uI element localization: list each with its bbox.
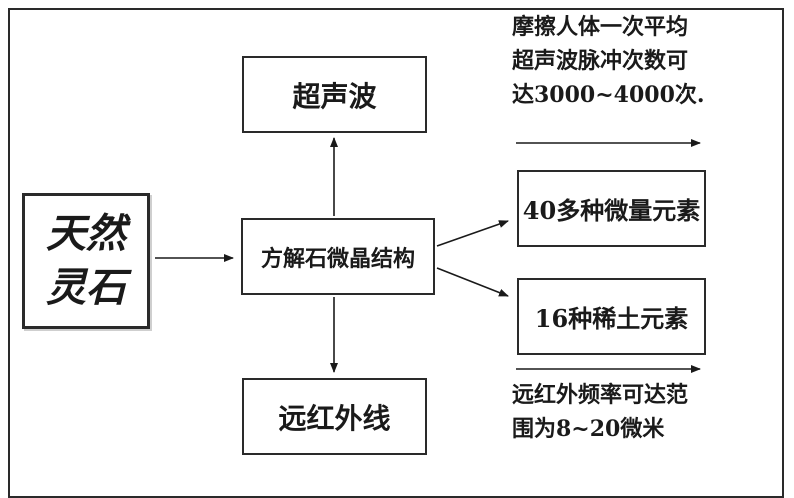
trace-elements-label: 40多种微量元素 [522, 196, 701, 225]
source-box: 天然 灵石 [22, 193, 150, 329]
rare-earth-box: 16种稀土元素 [517, 278, 706, 355]
rare-earth-label: 16种稀土元素 [534, 304, 689, 333]
source-label-line2: 灵石 [46, 265, 126, 311]
source-label-line1: 天然 [46, 211, 126, 257]
diagram-canvas: 天然 灵石 方解石微晶结构 超声波 远红外线 40多种微量元素 16种稀土元素 … [8, 8, 784, 498]
ultrasonic-note: 摩擦人体一次平均 超声波脉冲次数可 达3000~4000次. [512, 10, 705, 112]
trace-elements-box: 40多种微量元素 [517, 170, 706, 247]
ultrasonic-note-line1: 摩擦人体一次平均 [512, 14, 689, 40]
center-label: 方解石微晶结构 [260, 245, 415, 272]
ultrasonic-note-line3: 达3000~4000次. [512, 82, 705, 108]
infrared-label: 远红外线 [278, 401, 391, 435]
ultrasonic-box: 超声波 [242, 56, 427, 133]
ultrasonic-label: 超声波 [292, 79, 377, 113]
center-box: 方解石微晶结构 [241, 218, 435, 295]
infrared-note-line2: 围为8~20微米 [512, 416, 665, 442]
ultrasonic-note-line2: 超声波脉冲次数可 [512, 48, 689, 74]
infrared-box: 远红外线 [242, 378, 427, 455]
infrared-note-line1: 远红外频率可达范 [512, 382, 689, 408]
infrared-note: 远红外频率可达范 围为8~20微米 [512, 378, 688, 446]
